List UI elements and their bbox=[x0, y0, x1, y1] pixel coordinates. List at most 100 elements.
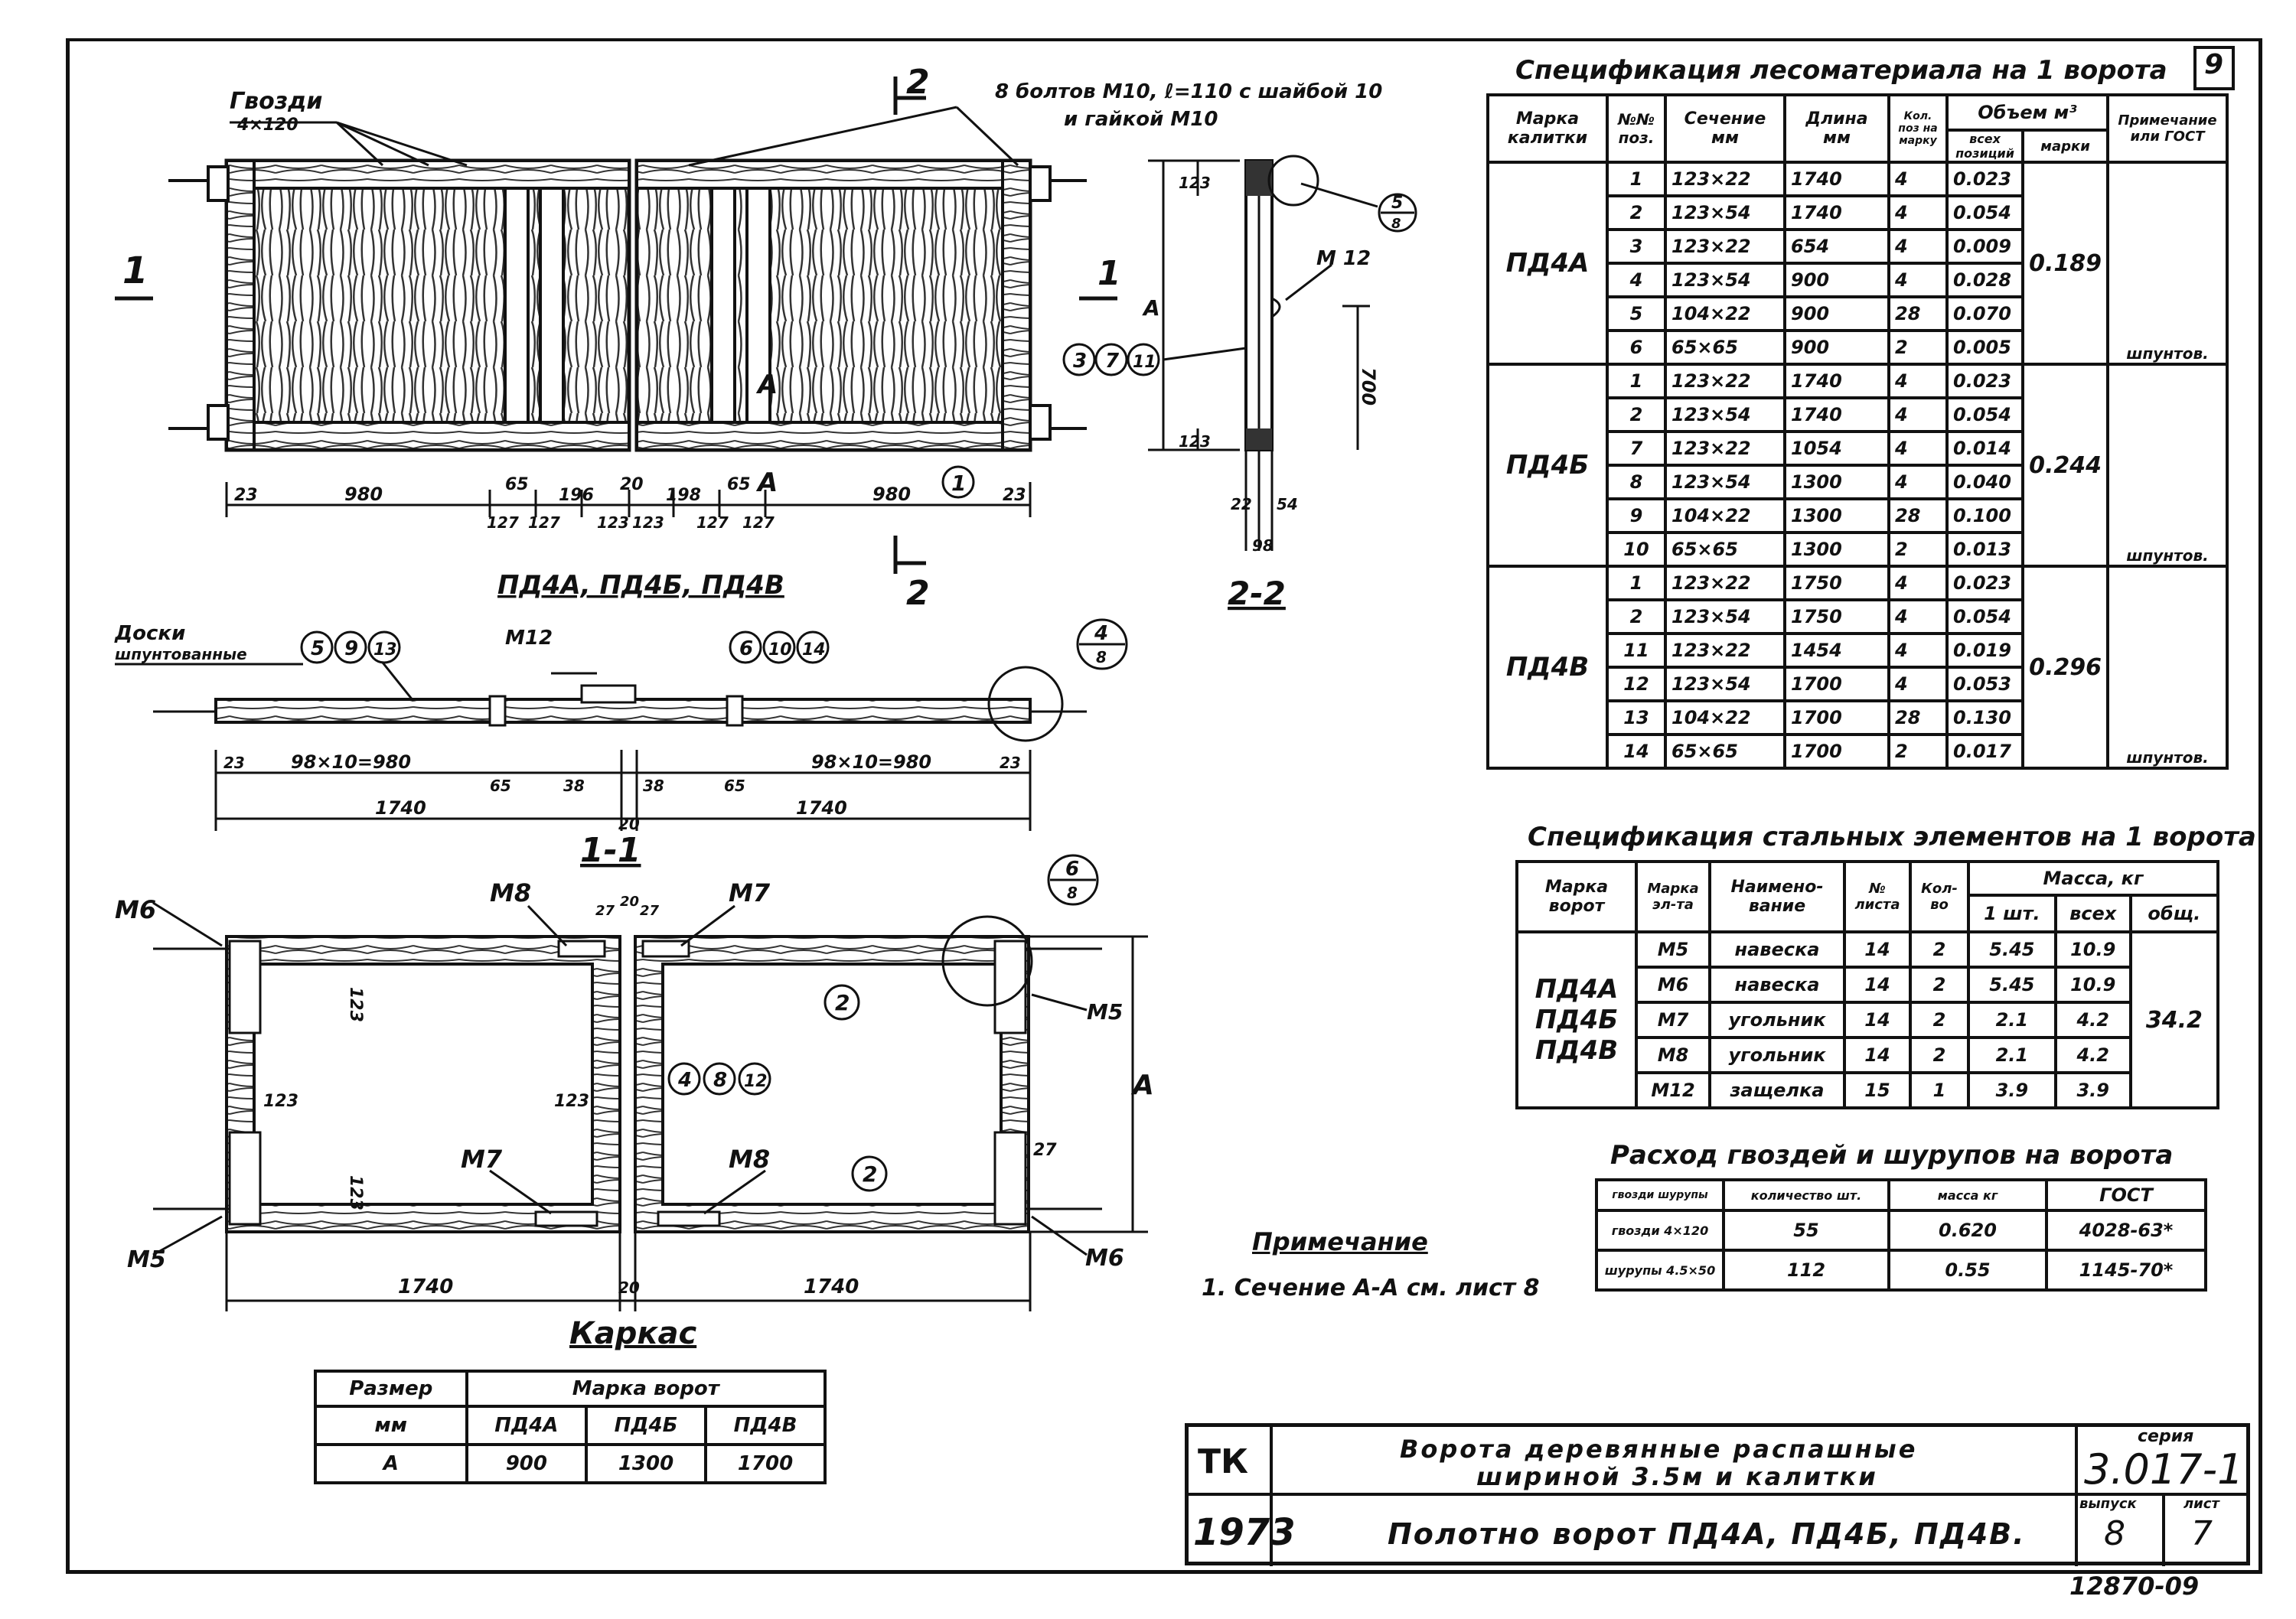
frame-dim-123-left: 123 bbox=[263, 1092, 298, 1111]
timber-cell: 1300 bbox=[1783, 531, 1890, 568]
note-text: 1. Сечение А-А см. лист 8 bbox=[1202, 1275, 1540, 1301]
timber-cell: 1740 bbox=[1783, 396, 1890, 433]
timber-cell: 1 bbox=[1606, 161, 1667, 197]
dim-98x10-right: 98×10=980 bbox=[811, 751, 931, 773]
dim-980-left: 980 bbox=[344, 484, 383, 505]
timber-cell: 1 bbox=[1606, 565, 1667, 601]
timber-cell: 123×54 bbox=[1664, 598, 1786, 635]
timber-cell: 1750 bbox=[1783, 565, 1890, 601]
steel-cell: 4.2 bbox=[2053, 1036, 2132, 1074]
steel-h-qty: Кол-во bbox=[1909, 860, 1970, 933]
dim-700: 700 bbox=[1358, 367, 1379, 406]
section-2-2: А 123 123 700 М 12 5 8 3 7 11 22 54 98 2… bbox=[1062, 155, 1417, 612]
dim-127-d: 127 bbox=[742, 513, 775, 532]
m12-plan: М12 bbox=[505, 627, 553, 650]
timber-cell: 3 bbox=[1606, 228, 1667, 265]
timber-cell: 123×22 bbox=[1664, 632, 1786, 669]
timber-h-pos: №№ поз. bbox=[1606, 93, 1667, 164]
steel-h-sheet: № листа bbox=[1843, 860, 1912, 933]
nails-h-qty: количество шт. bbox=[1722, 1178, 1890, 1212]
timber-cell: 0.023 bbox=[1945, 363, 2025, 399]
frame-dim-27-side: 27 bbox=[1033, 1141, 1057, 1160]
steel-cell: 10.9 bbox=[2053, 966, 2132, 1004]
timber-group-note: шпунтов. bbox=[2106, 161, 2229, 366]
steel-total: 34.2 bbox=[2128, 930, 2220, 1109]
timber-h-mark: Марка калитки bbox=[1486, 93, 1609, 164]
tb-issue-label: выпуск bbox=[2079, 1496, 2137, 1512]
frame-view: М6 М5 М5 М6 М8 М7 М7 М8 27 20 27 27 А 12… bbox=[115, 854, 1154, 1351]
nails-cell: 0.55 bbox=[1887, 1249, 2048, 1292]
timber-cell: 1454 bbox=[1783, 632, 1890, 669]
tb-sheet-label: лист bbox=[2183, 1496, 2219, 1512]
timber-group-note-text: шпунтов. bbox=[2126, 344, 2209, 363]
frame-dim-a: А bbox=[1130, 1070, 1154, 1101]
steel-h-mark: Марка ворот bbox=[1515, 860, 1638, 933]
timber-cell: 6 bbox=[1606, 329, 1667, 366]
dim-38-plan-left: 38 bbox=[563, 777, 585, 795]
frame-dim-20: 20 bbox=[620, 894, 639, 910]
timber-cell: 0.023 bbox=[1945, 565, 2025, 601]
frame-dim-1740-right: 1740 bbox=[804, 1275, 859, 1298]
timber-cell: 65×65 bbox=[1664, 733, 1786, 770]
frame-dim-27-left: 27 bbox=[595, 903, 615, 919]
timber-spec-table: Марка калитки №№ поз. Сечение мм Длина м… bbox=[1486, 93, 2229, 770]
timber-cell: 10 bbox=[1606, 531, 1667, 568]
timber-cell: 1750 bbox=[1783, 598, 1890, 635]
dim-1740-plan-right: 1740 bbox=[796, 797, 847, 819]
timber-cell: 1 bbox=[1606, 363, 1667, 399]
dim-a-side: А bbox=[1142, 295, 1160, 321]
dim-23-plan-left: 23 bbox=[223, 754, 245, 772]
tb-name-1: Ворота деревянные распашные bbox=[1400, 1435, 1918, 1464]
nails-spec-title: Расход гвоздей и шурупов на ворота bbox=[1610, 1140, 2174, 1171]
timber-h-note: Примечание или ГОСТ bbox=[2106, 93, 2229, 164]
timber-group-mark: ПД4Б bbox=[1486, 363, 1609, 568]
sizes-h-brand: Марка ворот bbox=[465, 1370, 827, 1408]
frame-m5-right: М5 bbox=[1087, 999, 1123, 1024]
frame-m8-top: М8 bbox=[490, 878, 531, 907]
timber-cell: 0.054 bbox=[1945, 598, 2025, 635]
dim-1740-plan-left: 1740 bbox=[375, 797, 426, 819]
steel-cell: 3.9 bbox=[2053, 1071, 2132, 1109]
tb-series-label: серия bbox=[2138, 1427, 2194, 1446]
timber-cell: 1700 bbox=[1783, 699, 1890, 736]
timber-h-vol-all: всех позиций bbox=[1945, 129, 2025, 164]
dim-123-b: 123 bbox=[632, 513, 664, 532]
dim-123-top: 123 bbox=[1179, 174, 1211, 192]
dim-123-a: 123 bbox=[597, 513, 629, 532]
sizes-h-mm: мм bbox=[314, 1405, 468, 1446]
steel-spec-table: Марка ворот Марка эл-та Наимено-вание № … bbox=[1515, 860, 2220, 1109]
timber-cell: 4 bbox=[1887, 565, 1949, 601]
timber-spec-title: Спецификация лесоматериала на 1 ворота bbox=[1515, 55, 2167, 86]
nails-cell: 1145-70* bbox=[2045, 1249, 2207, 1292]
timber-h-qty: Кол. поз на марку bbox=[1887, 93, 1949, 164]
timber-group-note-text: шпунтов. bbox=[2126, 748, 2209, 767]
steel-cell: 10.9 bbox=[2053, 930, 2132, 969]
timber-cell: 1700 bbox=[1783, 666, 1890, 702]
timber-group-mark: ПД4А bbox=[1486, 161, 1609, 366]
elevation-caption: ПД4А, ПД4Б, ПД4В bbox=[497, 570, 784, 601]
timber-cell: 65×65 bbox=[1664, 531, 1786, 568]
tb-year: 1973 bbox=[1193, 1511, 1296, 1554]
steel-cell: М8 bbox=[1635, 1036, 1711, 1074]
timber-cell: 2 bbox=[1606, 194, 1667, 231]
callout-4-bottom: 8 bbox=[1096, 648, 1107, 666]
timber-cell: 28 bbox=[1887, 497, 1949, 534]
elevation-view: Гвозди 4×120 8 болтов М10, ℓ=110 с шайбо… bbox=[115, 63, 1382, 613]
steel-cell: 2.1 bbox=[1967, 1036, 2057, 1074]
timber-h-volume: Объем м³ bbox=[1945, 93, 2109, 132]
dim-198: 198 bbox=[666, 486, 701, 505]
dim-38-plan-right: 38 bbox=[643, 777, 664, 795]
timber-cell: 0.070 bbox=[1945, 295, 2025, 332]
callout-1: 1 bbox=[951, 471, 966, 496]
timber-cell: 4 bbox=[1887, 262, 1949, 298]
frame-callout-6-top: 6 bbox=[1065, 858, 1079, 881]
callout-5-top: 5 bbox=[1391, 194, 1403, 213]
timber-cell: 14 bbox=[1606, 733, 1667, 770]
